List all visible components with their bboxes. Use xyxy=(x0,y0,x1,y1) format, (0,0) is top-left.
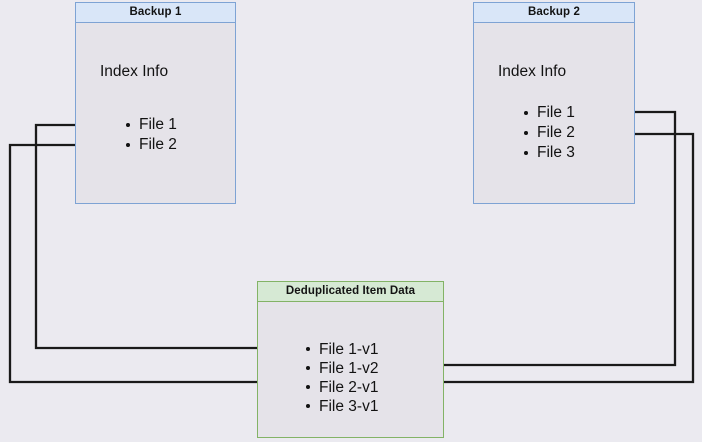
backup1-index-info-label: Index Info xyxy=(100,63,169,80)
list-item: File 1-v1 xyxy=(304,340,378,359)
list-item: File 2 xyxy=(522,123,575,143)
list-item: File 2-v1 xyxy=(304,378,378,397)
list-item: File 1-v2 xyxy=(304,359,378,378)
backup1-file-list: File 1 File 2 xyxy=(124,115,177,155)
backup1-body: Index Info File 1 File 2 xyxy=(76,23,235,203)
dedup-box: Deduplicated Item Data File 1-v1 File 1-… xyxy=(257,281,444,438)
dedup-body: File 1-v1 File 1-v2 File 2-v1 File 3-v1 xyxy=(258,302,443,437)
list-item: File 1 xyxy=(522,103,575,123)
dedup-item-list: File 1-v1 File 1-v2 File 2-v1 File 3-v1 xyxy=(304,340,378,416)
dedup-title: Deduplicated Item Data xyxy=(258,282,443,302)
list-item: File 2 xyxy=(124,135,177,155)
backup2-body: Index Info File 1 File 2 File 3 xyxy=(474,23,634,203)
list-item: File 1 xyxy=(124,115,177,135)
list-item: File 3 xyxy=(522,143,575,163)
backup1-box: Backup 1 Index Info File 1 File 2 xyxy=(75,2,236,204)
backup2-file-list: File 1 File 2 File 3 xyxy=(522,103,575,163)
backup2-title: Backup 2 xyxy=(474,3,634,23)
list-item: File 3-v1 xyxy=(304,397,378,416)
backup2-box: Backup 2 Index Info File 1 File 2 File 3 xyxy=(473,2,635,204)
backup2-index-info-label: Index Info xyxy=(498,63,567,80)
backup1-title: Backup 1 xyxy=(76,3,235,23)
